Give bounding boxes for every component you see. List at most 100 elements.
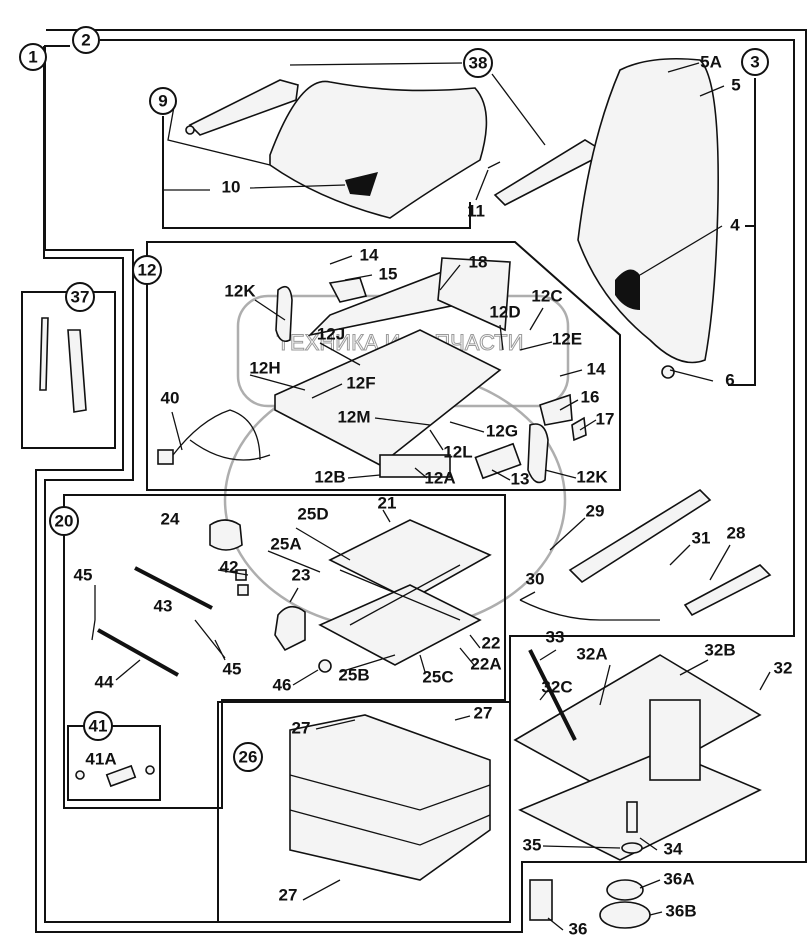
callout-9: 9 — [149, 87, 177, 115]
label-5: 5 — [731, 75, 740, 94]
label-25A: 25A — [270, 534, 301, 553]
label-43: 43 — [154, 596, 173, 615]
label-22: 22 — [482, 633, 501, 652]
group-3-frame — [728, 78, 756, 386]
suspension-unit — [97, 519, 492, 677]
label-17: 17 — [596, 409, 615, 428]
label-12F: 12F — [346, 373, 375, 392]
backrest — [577, 58, 719, 379]
label-41A: 41A — [85, 749, 116, 768]
bellows-cover — [289, 714, 491, 881]
label-12K: 12K — [576, 467, 608, 486]
label-12G: 12G — [486, 421, 518, 440]
label-11: 11 — [467, 201, 485, 220]
label-12H: 12H — [249, 358, 280, 377]
label-45: 45 — [223, 659, 242, 678]
callout-3: 3 — [741, 48, 769, 76]
label-27: 27 — [474, 703, 493, 722]
label-23: 23 — [292, 565, 311, 584]
label-45: 45 — [74, 565, 93, 584]
armrest-left — [185, 79, 299, 136]
svg-text:9: 9 — [158, 91, 167, 110]
label-12M: 12M — [337, 407, 370, 426]
callout-12: 12 — [132, 255, 162, 285]
label-14: 14 — [587, 359, 606, 378]
label-24: 24 — [161, 509, 180, 528]
callout-20: 20 — [49, 506, 79, 536]
label-12J: 12J — [317, 324, 345, 343]
label-36A: 36A — [663, 869, 694, 888]
part-labels: 5A 5 4 6 10 11 14 15 18 12K 12C 12D 12E … — [74, 52, 793, 938]
label-22A: 22A — [470, 654, 501, 673]
svg-text:20: 20 — [55, 511, 74, 530]
label-5A: 5A — [700, 52, 722, 71]
label-27: 27 — [292, 718, 311, 737]
svg-text:2: 2 — [81, 30, 90, 49]
group-2-frame — [44, 39, 795, 923]
label-28: 28 — [727, 523, 746, 542]
label-10: 10 — [222, 177, 241, 196]
callout-41: 41 — [83, 711, 113, 741]
swivel-base — [513, 649, 762, 929]
label-14: 14 — [360, 245, 379, 264]
label-12E: 12E — [552, 329, 582, 348]
label-6: 6 — [725, 370, 734, 389]
label-36B: 36B — [665, 901, 696, 920]
label-46: 46 — [273, 675, 292, 694]
label-15: 15 — [379, 264, 398, 283]
label-42: 42 — [220, 557, 239, 576]
group-41-frame — [67, 725, 161, 801]
group-26-frame — [217, 701, 511, 923]
label-16: 16 — [581, 387, 600, 406]
armrest-right — [493, 139, 600, 206]
label-12L: 12L — [443, 442, 472, 461]
group-1-frame — [35, 29, 807, 933]
seat-cushion — [269, 80, 501, 219]
svg-text:41: 41 — [89, 716, 108, 735]
label-12A: 12A — [424, 468, 455, 487]
label-34: 34 — [664, 839, 683, 858]
label-12B: 12B — [314, 467, 345, 486]
label-25B: 25B — [338, 665, 369, 684]
label-32A: 32A — [576, 644, 607, 663]
label-40: 40 — [161, 388, 180, 407]
group-20-frame — [63, 494, 506, 809]
callout-1: 1 — [19, 43, 47, 71]
svg-text:26: 26 — [239, 747, 258, 766]
label-32B: 32B — [704, 640, 735, 659]
label-36: 36 — [569, 919, 588, 938]
label-29: 29 — [586, 501, 605, 520]
label-4: 4 — [730, 215, 740, 234]
label-33: 33 — [546, 627, 565, 646]
callout-37: 37 — [65, 282, 95, 312]
label-21: 21 — [378, 493, 397, 512]
svg-text:12: 12 — [138, 260, 157, 279]
label-31: 31 — [692, 528, 711, 547]
label-25D: 25D — [297, 504, 328, 523]
label-32: 32 — [774, 658, 793, 677]
small-parts — [39, 317, 155, 788]
label-30: 30 — [526, 569, 545, 588]
label-25C: 25C — [422, 667, 453, 686]
seat-frame — [157, 257, 587, 484]
svg-text:37: 37 — [71, 287, 90, 306]
group-12-frame — [146, 241, 621, 491]
label-12K: 12K — [224, 281, 256, 300]
label-18: 18 — [469, 252, 488, 271]
callout-26: 26 — [233, 742, 263, 772]
callout-2: 2 — [72, 26, 100, 54]
slide-rails — [519, 488, 772, 621]
label-32C: 32C — [541, 677, 572, 696]
label-13: 13 — [511, 469, 530, 488]
svg-text:38: 38 — [469, 53, 488, 72]
group-37-frame — [21, 291, 116, 449]
label-44: 44 — [95, 672, 114, 691]
label-27: 27 — [279, 885, 298, 904]
callout-38: 38 — [463, 48, 493, 78]
svg-text:3: 3 — [750, 52, 759, 71]
label-35: 35 — [523, 835, 542, 854]
label-12D: 12D — [489, 302, 520, 321]
label-12C: 12C — [531, 286, 562, 305]
